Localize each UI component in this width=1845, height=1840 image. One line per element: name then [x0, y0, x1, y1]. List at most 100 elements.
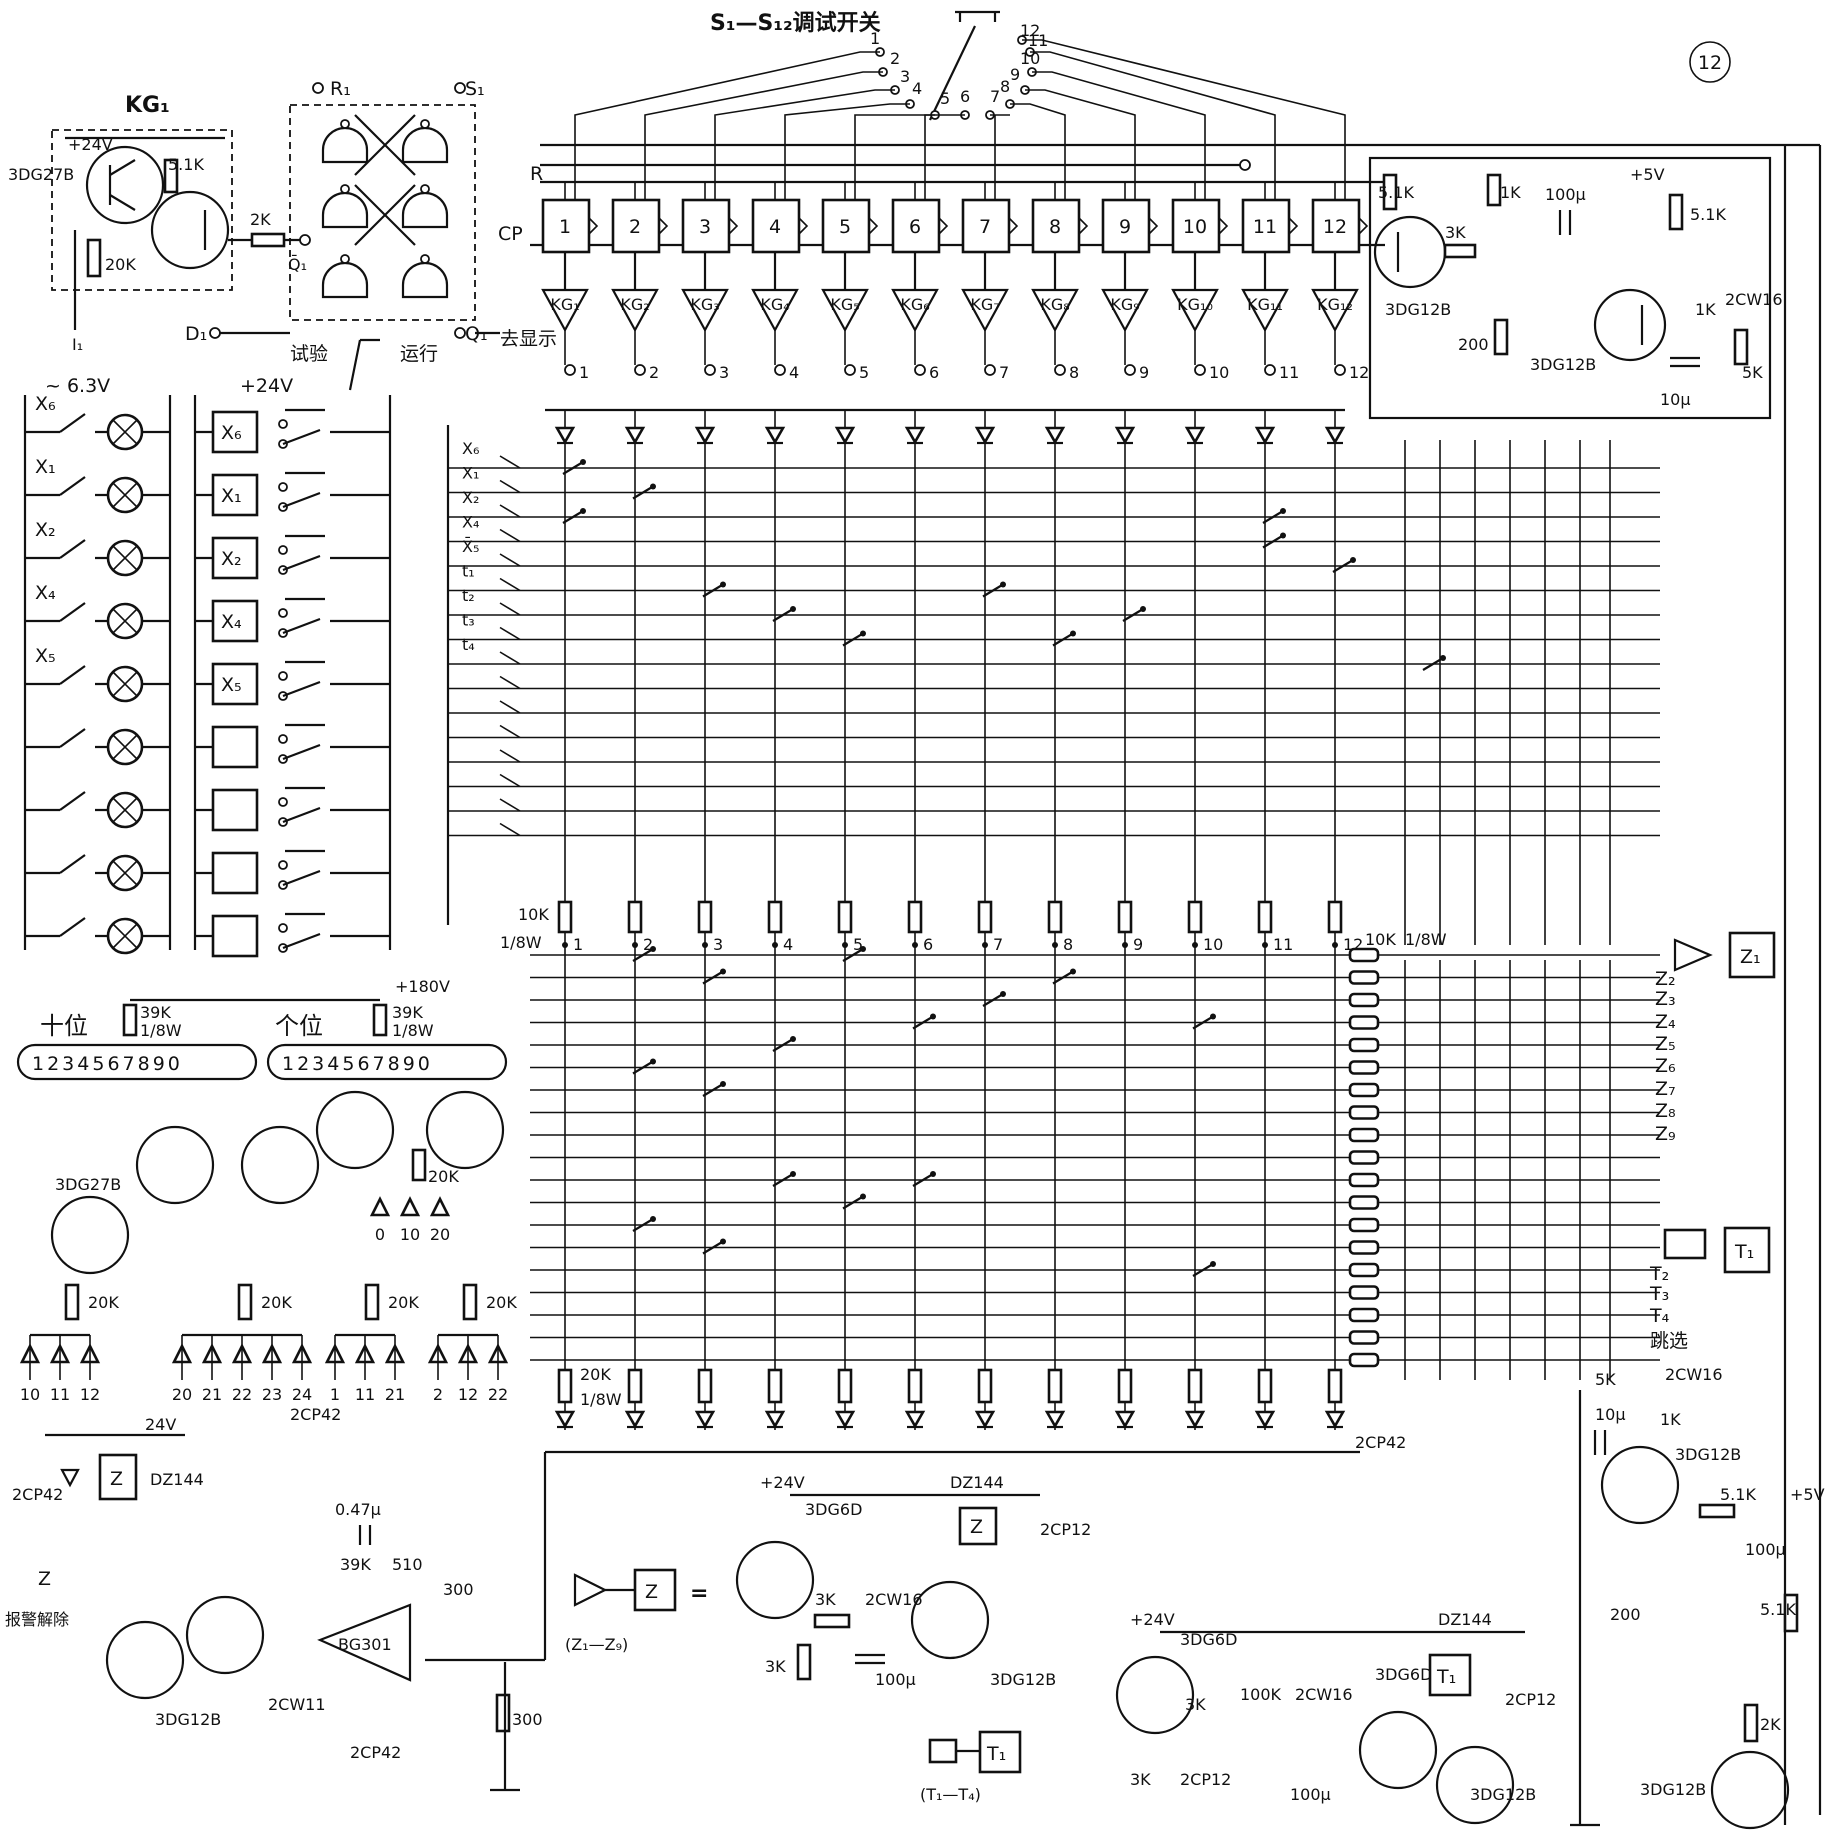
display-r-base-5: 20K: [428, 1167, 459, 1186]
lamp-label-3: X₂: [35, 519, 56, 541]
matrix-col-node-9: [1122, 942, 1128, 948]
nand-gate-icon-3: [321, 191, 369, 229]
alarm-cap: 0.47μ: [335, 1500, 381, 1519]
t-driver-t1: 3DG6D: [1180, 1630, 1237, 1649]
osc-c1: 100μ: [1545, 185, 1586, 204]
counter-clock-label: CP: [498, 223, 523, 245]
matrix-diode-mark-8: [1052, 632, 1074, 647]
driver-label-9: KG₉: [1110, 295, 1139, 314]
matrix-bottom-diode-7: [974, 1410, 996, 1429]
counter-stage-label-7: 7: [979, 216, 991, 238]
display-diode-part: 2CP42: [290, 1405, 341, 1424]
matrix-diode-mark-4: [702, 583, 724, 598]
matrix-col-resistor-10: [1187, 900, 1203, 934]
switch-wire-5: [854, 114, 935, 200]
matrix-diode-dot-2: [650, 483, 656, 490]
t1-output-box: [1723, 1226, 1771, 1274]
matrix-top-diode-10: [1184, 426, 1206, 445]
lamp-switch-6: [59, 728, 86, 748]
matrix-out-diode-mark-11: [772, 1173, 794, 1187]
relay-coil-8: [211, 851, 259, 895]
matrix-row-resistor-13: [1348, 1217, 1380, 1233]
display-pin-6: [914, 364, 926, 376]
reset-r2: 1K: [1660, 1410, 1681, 1429]
driver-label-8: KG₈: [1040, 295, 1069, 314]
matrix-resistor-top: 10K: [518, 905, 549, 924]
display-r-tens-w: 1/8W: [140, 1021, 182, 1040]
display-tens-label: 十位: [40, 1012, 88, 1040]
matrix-top-diode-6: [904, 426, 926, 445]
osc-c2: 10μ: [1660, 390, 1691, 409]
matrix-out-diode-mark-16: [1192, 1263, 1214, 1277]
alarm-transistor-2-icon: [185, 1595, 265, 1675]
matrix-diode-dot-12: [1350, 557, 1356, 563]
reset-zener: 2CW16: [1665, 1365, 1723, 1384]
display-diode-label-1-2: 11: [50, 1385, 70, 1404]
matrix-out-diode-dot-11: [790, 1171, 796, 1177]
matrix-col-resistor-5: [837, 900, 853, 934]
matrix-diode-mark-7: [982, 583, 1004, 598]
relay-label-1: X₆: [221, 422, 242, 444]
lamp-switch-5: [59, 665, 86, 685]
matrix-col-label-4: 4: [783, 935, 793, 954]
counter-stage-clock-10: [1218, 217, 1229, 235]
z-driver-cap: 100μ: [875, 1670, 916, 1689]
alarm-opamp-icon: [317, 1603, 412, 1682]
reset-r6: 2K: [1760, 1715, 1781, 1734]
t-driver-pot: 100K: [1240, 1685, 1282, 1704]
t-driver-t3: 3DG12B: [1470, 1785, 1536, 1804]
relay-coil-7: [211, 788, 259, 832]
counter-stage-label-10: 10: [1183, 216, 1207, 238]
matrix-row-resistor-19: [1348, 1352, 1380, 1368]
matrix-bottom-diode-11: [1254, 1410, 1276, 1429]
nand-bubble-5: [340, 254, 350, 264]
driver-label-12: KG₁₂: [1317, 295, 1353, 314]
matrix-col-label-1: 1: [573, 935, 583, 954]
counter-display-label: 去显示: [500, 328, 557, 350]
driver-label-5: KG₅: [830, 295, 859, 314]
reset-supply: +5V: [1790, 1485, 1825, 1504]
matrix-row-label-2: X₁: [462, 464, 479, 483]
display-diode-label-2-3: 22: [232, 1385, 252, 1404]
display-diode-label-4-2: 12: [458, 1385, 478, 1404]
matrix-diode-mark-6: [842, 632, 864, 647]
display-pin-label-12: 12: [1349, 363, 1369, 382]
matrix-row-label-5: X̄₅: [462, 537, 479, 556]
display-pin-9: [1124, 364, 1136, 376]
relay-contact-a-8: [278, 860, 288, 870]
display-pin-5: [844, 364, 856, 376]
matrix-col-resistor-8: [1047, 900, 1063, 934]
display-pin-label-5: 5: [859, 363, 869, 382]
matrix-col-resistor-bottom-3: [697, 1368, 713, 1404]
display-base-resistor-label-1: 20K: [88, 1293, 119, 1312]
display-digits-tens: 1234567890: [32, 1053, 183, 1075]
z-driver-t1: 3DG6D: [805, 1500, 862, 1519]
matrix-out-diode-dot-8: [720, 1081, 726, 1087]
kg1-output: I₁: [72, 335, 83, 354]
reset-r3: 5.1K: [1720, 1485, 1756, 1504]
display-diode-label-3-2: 11: [355, 1385, 375, 1404]
matrix-row-label-8: t₃: [462, 611, 475, 630]
display-diode-label-1-3: 12: [80, 1385, 100, 1404]
display-zero-diode-1: [369, 1196, 391, 1217]
nand-gate-icon-4: [401, 191, 449, 229]
switch-wire-12: [1022, 39, 1346, 200]
reset-transistor-1-icon: [1600, 1445, 1680, 1525]
kg1-r1: 5.1K: [168, 155, 204, 174]
display-pin-7: [984, 364, 996, 376]
matrix-top-diode-11: [1254, 426, 1276, 445]
counter-stage-label-5: 5: [839, 216, 851, 238]
reset-circuit: 5K 2CW16 10μ 1K 3DG12B 5.1K +5V 100μ 200…: [1570, 1365, 1825, 1830]
matrix-input-switch-11: [499, 700, 521, 714]
display-r-tens: 39K: [140, 1003, 171, 1022]
counter-stage-clock-3: [728, 217, 739, 235]
switch-wire-2: [644, 71, 883, 200]
relay-switch-7: [282, 806, 321, 824]
matrix-input-switch-10: [499, 675, 521, 690]
relay-coil-1: [211, 410, 259, 454]
alarm-r1: 39K: [340, 1555, 371, 1574]
matrix-col-node-5: [842, 942, 848, 948]
kg1-transistor-1-icon: [85, 145, 165, 225]
z-driver-relay-label: Z: [970, 1516, 983, 1538]
